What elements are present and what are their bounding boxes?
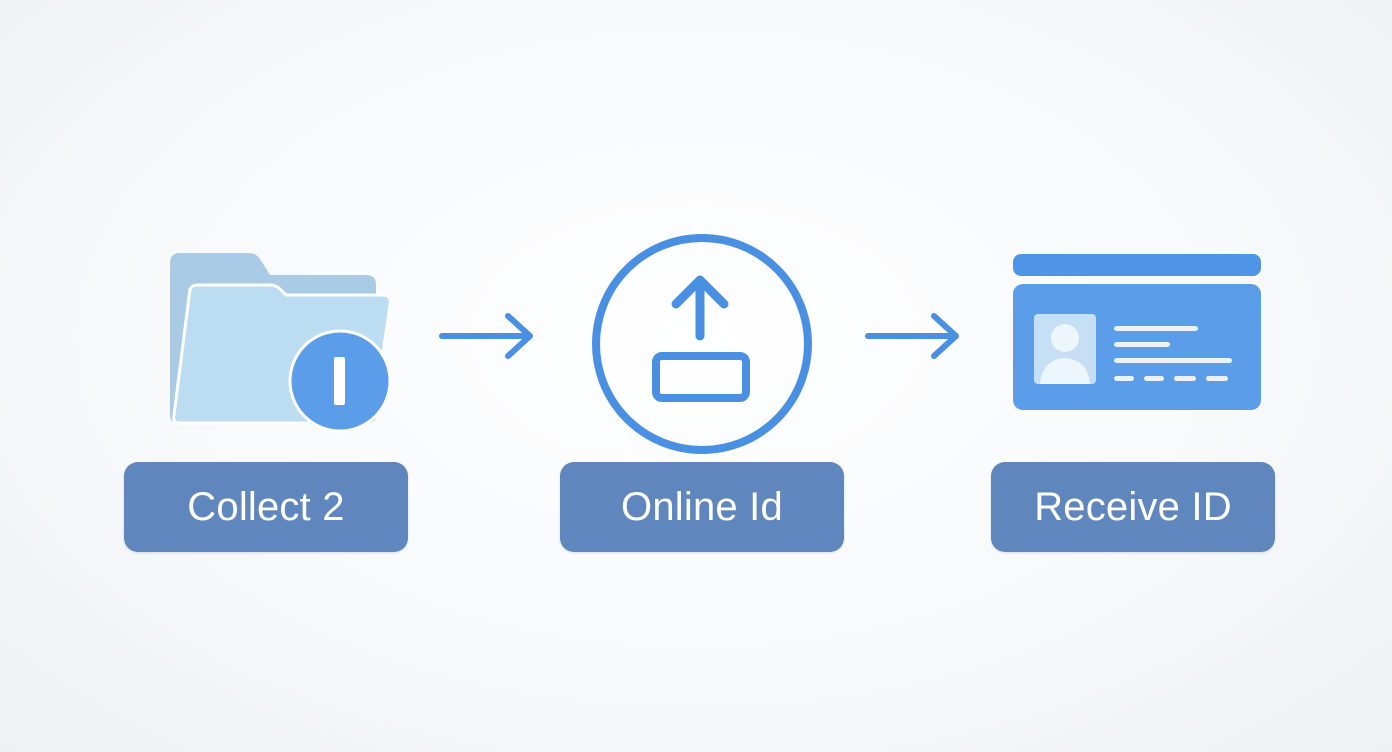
arrow-right-icon bbox=[439, 313, 533, 359]
step-label-receive: Receive ID bbox=[991, 462, 1275, 552]
id-card-icon bbox=[1013, 254, 1261, 410]
arrow-right-icon bbox=[865, 313, 959, 359]
step-label-collect: Collect 2 bbox=[124, 462, 408, 552]
folder-badge-icon bbox=[170, 253, 392, 433]
upload-circle-icon bbox=[592, 234, 812, 454]
step-label-online: Online Id bbox=[560, 462, 844, 552]
